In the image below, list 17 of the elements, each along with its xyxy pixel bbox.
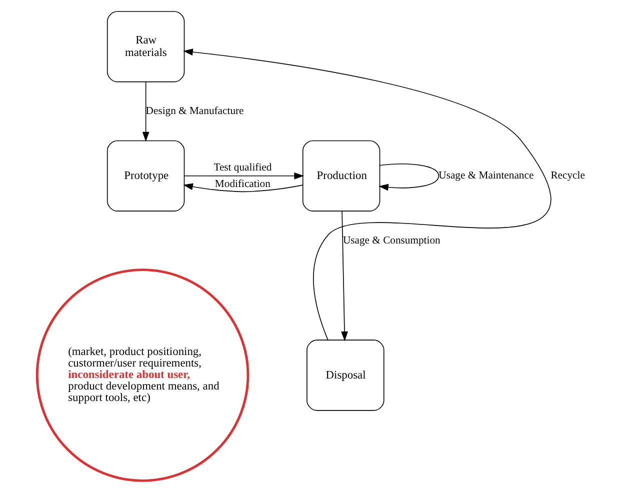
edge-label: Design & Manufacture <box>146 106 244 118</box>
arrow <box>341 210 348 342</box>
node-circle: (market, product positioning, custormer/user requirements, inconsiderate about user, product development means, and support tools, etc) <box>36 268 250 482</box>
arrow <box>142 82 150 142</box>
arrow <box>183 48 552 340</box>
edge-label: Recycle <box>550 170 585 182</box>
arrow <box>183 183 304 192</box>
node-box: Raw materials <box>106 11 185 82</box>
arrow <box>378 164 440 191</box>
edge-label: Usage & Maintenance <box>438 170 534 182</box>
node-box: Prototype <box>106 140 185 212</box>
node-box: Production <box>302 140 380 212</box>
edge-label: Modification <box>214 178 270 190</box>
edge-label: Usage & Consumption <box>342 235 440 246</box>
arrow <box>184 172 304 180</box>
edge-label: Test qualified <box>214 162 272 174</box>
node-box: Disposal <box>306 340 384 411</box>
